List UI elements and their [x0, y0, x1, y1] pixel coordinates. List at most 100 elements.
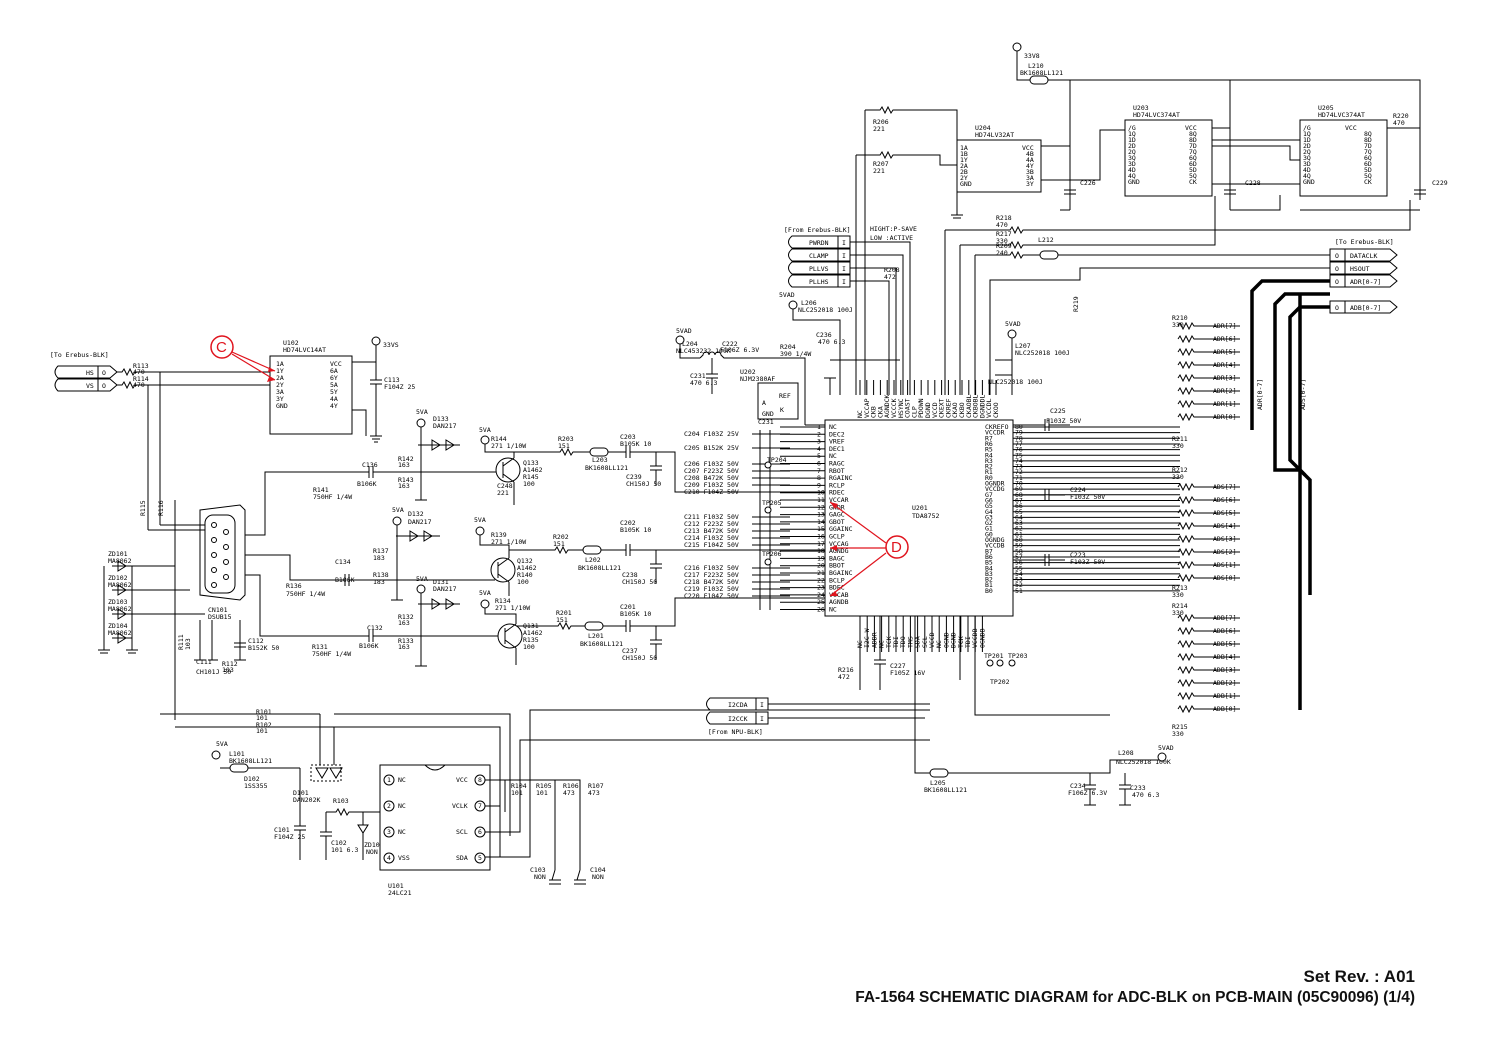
svg-text:5VAD: 5VAD [1005, 320, 1021, 328]
svg-text:R209: R209 [996, 242, 1012, 250]
u201-pin-label: R5 [985, 446, 993, 454]
series-resistor [1177, 573, 1240, 583]
cap-label: C219 F103Z 50V [684, 585, 739, 593]
svg-text:5VA: 5VA [216, 740, 228, 748]
svg-text:103: 103 [222, 666, 234, 674]
svg-text:7Q: 7Q [1364, 148, 1372, 156]
svg-text:R115: R115 [139, 500, 147, 516]
u201-pin-label: R2 [985, 463, 993, 471]
svg-text:C226: C226 [1080, 179, 1096, 187]
adr-bus-labels: ADR[7]ADR[6]ADR[5]ADR[4]ADR[3]ADR[2]ADR[… [1177, 321, 1240, 422]
svg-text:R203: R203 [558, 435, 574, 443]
svg-text:330: 330 [1172, 442, 1184, 450]
cap-label: C214 F103Z 50V [684, 534, 739, 542]
series-resistor [1177, 521, 1240, 531]
svg-text:GND: GND [762, 410, 774, 418]
svg-text:221: 221 [873, 167, 885, 175]
svg-text:R133: R133 [398, 637, 414, 645]
svg-text:R140: R140 [517, 571, 533, 579]
svg-text:C237: C237 [622, 647, 638, 655]
u201-pin-label: G3 [985, 513, 993, 521]
u201-pin-label: B2 [985, 576, 993, 584]
u201-pin-label: R0 [985, 474, 993, 482]
svg-text:240: 240 [996, 249, 1008, 257]
svg-text:163: 163 [398, 619, 410, 627]
svg-text:6Q: 6Q [1364, 154, 1372, 162]
svg-text:D101: D101 [293, 789, 309, 797]
u201-pin-label: VCCCK [890, 398, 898, 418]
svg-text:CH150J 50: CH150J 50 [626, 480, 661, 488]
u201-left-pins: NC1DEC22VREF3DEC14NC5RAGC6RBOT7RGAINC8RC… [780, 423, 853, 614]
svg-text:100: 100 [523, 643, 535, 651]
svg-text:R210: R210 [1172, 314, 1188, 322]
svg-text:221: 221 [873, 125, 885, 133]
svg-text:R211: R211 [1172, 435, 1188, 443]
title-block: Set Rev. : A01 FA-1564 SCHEMATIC DIAGRAM… [855, 966, 1415, 1008]
svg-text:C102: C102 [331, 839, 347, 847]
svg-text:3B: 3B [1026, 168, 1034, 176]
svg-text:101: 101 [256, 714, 268, 722]
svg-text:DAN217: DAN217 [433, 585, 457, 593]
svg-text:TP205: TP205 [762, 499, 782, 507]
svg-text:I: I [842, 278, 846, 286]
svg-text:L202: L202 [585, 556, 601, 564]
svg-text:4D: 4D [1303, 166, 1311, 174]
svg-text:ADB[0-7]: ADB[0-7] [1350, 304, 1381, 312]
svg-text:470 6.3: 470 6.3 [690, 379, 717, 387]
svg-text:NLC252018 100J: NLC252018 100J [1015, 349, 1070, 357]
svg-text:DAN217: DAN217 [408, 518, 432, 526]
cap-label: C206 F103Z 50V [684, 460, 739, 468]
u201-pin-label: B5 [985, 559, 993, 567]
svg-text:5Q: 5Q [1189, 172, 1197, 180]
svg-text:100: 100 [517, 578, 529, 586]
revision-label: Set Rev. : A01 [1303, 967, 1416, 986]
svg-text:2Y: 2Y [960, 174, 968, 182]
svg-text:R207: R207 [873, 160, 889, 168]
series-resistor [1177, 399, 1240, 409]
svg-text:C234: C234 [1070, 782, 1086, 790]
svg-text:R220: R220 [1393, 112, 1409, 120]
svg-text:DAN202K: DAN202K [293, 796, 320, 804]
svg-text:330: 330 [1172, 609, 1184, 617]
svg-text:BK1608LL121: BK1608LL121 [1020, 69, 1063, 77]
cap-label: C207 F223Z 50V [684, 467, 739, 475]
u201-pin-label: CKEXT [938, 398, 946, 418]
svg-text:U203: U203 [1133, 104, 1149, 112]
u201-pin-label: CKREFO [985, 423, 1009, 431]
adb-bus-labels: ADB[7]ADB[6]ADB[5]ADB[4]ADB[3]ADB[2]ADB[… [1177, 613, 1240, 714]
svg-text:5VA: 5VA [416, 575, 428, 583]
svg-text:Q132: Q132 [517, 557, 533, 565]
svg-text:4Q: 4Q [1128, 172, 1136, 180]
svg-text:151: 151 [553, 540, 565, 548]
svg-text:C238: C238 [622, 571, 638, 579]
svg-text:750HF 1/4W: 750HF 1/4W [286, 590, 325, 598]
svg-text:C132: C132 [367, 624, 383, 632]
svg-text:C101: C101 [274, 826, 290, 834]
svg-text:8Q: 8Q [1189, 130, 1197, 138]
u201-pin-label: G4 [985, 508, 993, 516]
svg-text:L205: L205 [930, 779, 946, 787]
svg-text:C111: C111 [196, 658, 212, 666]
svg-text:4B: 4B [1026, 150, 1034, 158]
svg-text:R202: R202 [553, 533, 569, 541]
svg-text:NON: NON [592, 873, 604, 881]
svg-text:2A: 2A [276, 374, 284, 382]
svg-text:R111: R111 [177, 634, 185, 650]
svg-text:L203: L203 [592, 456, 608, 464]
svg-text:R104: R104 [511, 782, 527, 790]
svg-text:4A: 4A [1026, 156, 1034, 164]
svg-text:F104Z 25: F104Z 25 [384, 383, 415, 391]
svg-text:5A: 5A [330, 381, 338, 389]
svg-text:151: 151 [556, 616, 568, 624]
cap-label: C211 F103Z 50V [684, 513, 739, 521]
vs-connector: VS O [54, 378, 118, 392]
svg-text:4: 4 [387, 854, 391, 862]
svg-text:4Y: 4Y [1026, 162, 1034, 170]
svg-text:NC: NC [398, 828, 406, 836]
svg-text:470 6.3: 470 6.3 [1132, 791, 1159, 799]
